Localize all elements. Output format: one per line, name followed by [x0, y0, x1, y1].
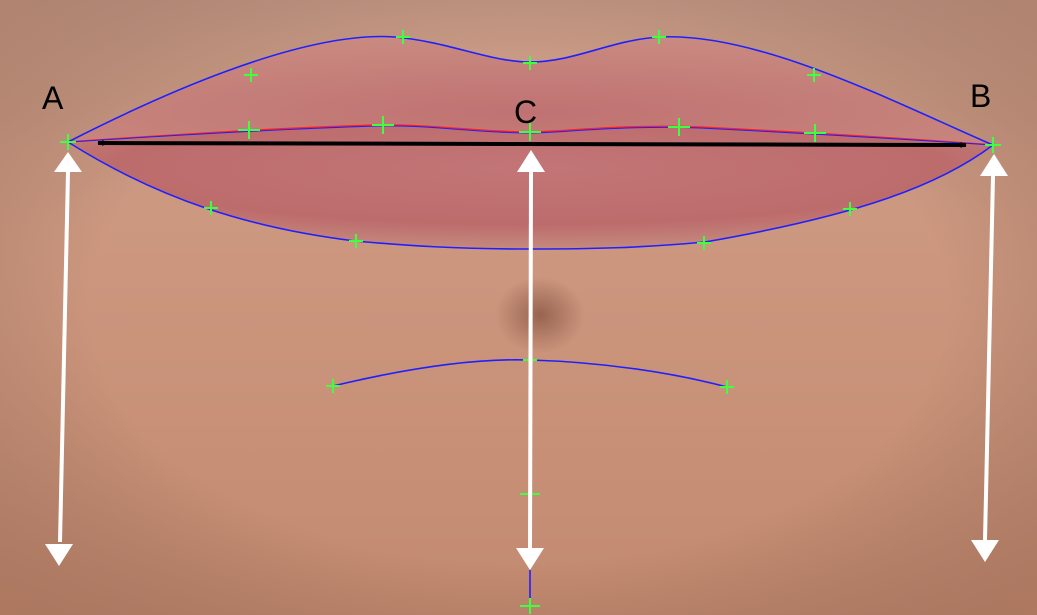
chin-dimple	[495, 277, 585, 353]
mouth-width-arrow	[98, 143, 966, 145]
